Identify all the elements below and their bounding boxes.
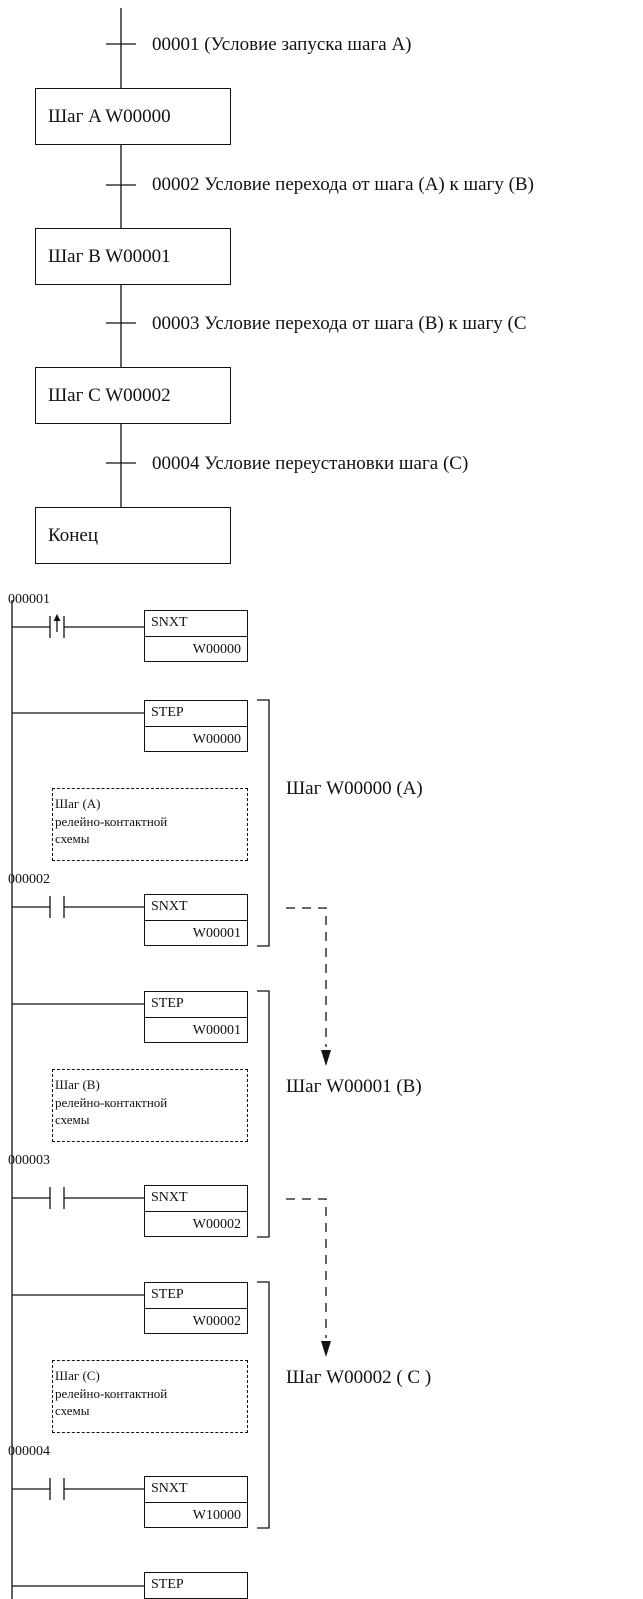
condition-2-text: Условие перехода от шага (A) к шагу (B) (204, 174, 534, 195)
section-a-box: Шаг (A) релейно-контактной схемы (52, 788, 248, 861)
section-c-line3: схемы (55, 1403, 90, 1418)
condition-1-number: 00001 (152, 34, 200, 55)
section-a-line3: схемы (55, 831, 90, 846)
section-b-line2: релейно-контактной (55, 1095, 168, 1110)
condition-2-number: 00002 (152, 174, 200, 195)
flow-step-b: Шаг B W00001 (35, 228, 231, 285)
snxt-c-operand: W10000 (192, 1508, 241, 1523)
step-c-divider (145, 1308, 247, 1309)
condition-4-text: Условие переустановки шага (C) (204, 453, 469, 474)
flow-step-end: Конец (35, 507, 231, 564)
snxt-a-divider (145, 920, 247, 921)
condition-2-label: 00002 Условие перехода от шага (A) к шаг… (152, 175, 534, 194)
step-b-block: STEP W00001 (144, 991, 248, 1043)
snxt-b-block: SNXT W00002 (144, 1185, 248, 1237)
contact-2-address: 000002 (8, 872, 50, 887)
bracket-a-label: Шаг W00000 (A) (286, 778, 423, 799)
bracket-b (257, 990, 270, 1238)
step-c-block: STEP W00002 (144, 1282, 248, 1334)
section-a-line2: релейно-контактной (55, 814, 168, 829)
snxt-a-mnemonic: SNXT (151, 899, 188, 914)
snxt-start-divider (145, 636, 247, 637)
bracket-c (257, 1281, 270, 1529)
flow-step-c-label: Шаг C W00002 (48, 385, 171, 406)
arrowhead-b-c (321, 1341, 331, 1357)
contact-1-address: 000001 (8, 592, 50, 607)
section-c-line1: Шаг (C) (55, 1368, 100, 1383)
step-end-mnemonic: STEP (151, 1577, 184, 1592)
step-b-divider (145, 1017, 247, 1018)
snxt-b-operand: W00002 (192, 1217, 241, 1232)
section-c-line2: релейно-контактной (55, 1386, 168, 1401)
step-c-operand: W00002 (192, 1314, 241, 1329)
condition-3-label: 00003 Условие перехода от шага (B) к шаг… (152, 314, 527, 333)
bracket-b-label: Шаг W00001 (B) (286, 1076, 422, 1097)
contact-1-up-arrow-head (53, 614, 61, 621)
condition-1-label: 00001 (Условие запуска шага A) (152, 35, 412, 54)
condition-3-text: Условие перехода от шага (B) к шагу (C (204, 313, 527, 334)
snxt-start-mnemonic: SNXT (151, 615, 188, 630)
condition-3-number: 00003 (152, 313, 200, 334)
contact-4-address: 000004 (8, 1444, 50, 1459)
snxt-start-block: SNXT W00000 (144, 610, 248, 662)
step-a-mnemonic: STEP (151, 705, 184, 720)
snxt-a-block: SNXT W00001 (144, 894, 248, 946)
bracket-a (257, 699, 270, 947)
condition-4-number: 00004 (152, 453, 200, 474)
condition-1-text: (Условие запуска шага A) (204, 34, 412, 55)
snxt-a-operand: W00001 (192, 926, 241, 941)
step-end-block: STEP (144, 1572, 248, 1599)
snxt-c-mnemonic: SNXT (151, 1481, 188, 1496)
snxt-c-block: SNXT W10000 (144, 1476, 248, 1528)
step-c-mnemonic: STEP (151, 1287, 184, 1302)
flow-step-b-label: Шаг B W00001 (48, 246, 171, 267)
snxt-b-mnemonic: SNXT (151, 1190, 188, 1205)
section-a-line1: Шаг (A) (55, 796, 101, 811)
step-a-operand: W00000 (192, 732, 241, 747)
arrowhead-a-b (321, 1050, 331, 1066)
snxt-b-divider (145, 1211, 247, 1212)
bracket-c-label: Шаг W00002 ( C ) (286, 1367, 432, 1388)
flow-step-a: Шаг A W00000 (35, 88, 231, 145)
step-b-operand: W00001 (192, 1023, 241, 1038)
step-a-block: STEP W00000 (144, 700, 248, 752)
transition-arrow-b-c (286, 1198, 327, 1338)
transition-arrow-a-b (286, 907, 327, 1047)
snxt-c-divider (145, 1502, 247, 1503)
condition-4-label: 00004 Условие переустановки шага (C) (152, 454, 468, 473)
flow-step-a-label: Шаг A W00000 (48, 106, 171, 127)
step-b-mnemonic: STEP (151, 996, 184, 1011)
section-b-box: Шаг (B) релейно-контактной схемы (52, 1069, 248, 1142)
section-b-line3: схемы (55, 1112, 90, 1127)
flow-step-end-label: Конец (48, 525, 98, 546)
flow-step-c: Шаг C W00002 (35, 367, 231, 424)
section-b-line1: Шаг (B) (55, 1077, 100, 1092)
step-a-divider (145, 726, 247, 727)
contact-3-address: 000003 (8, 1153, 50, 1168)
section-c-box: Шаг (C) релейно-контактной схемы (52, 1360, 248, 1433)
snxt-start-operand: W00000 (192, 642, 241, 657)
